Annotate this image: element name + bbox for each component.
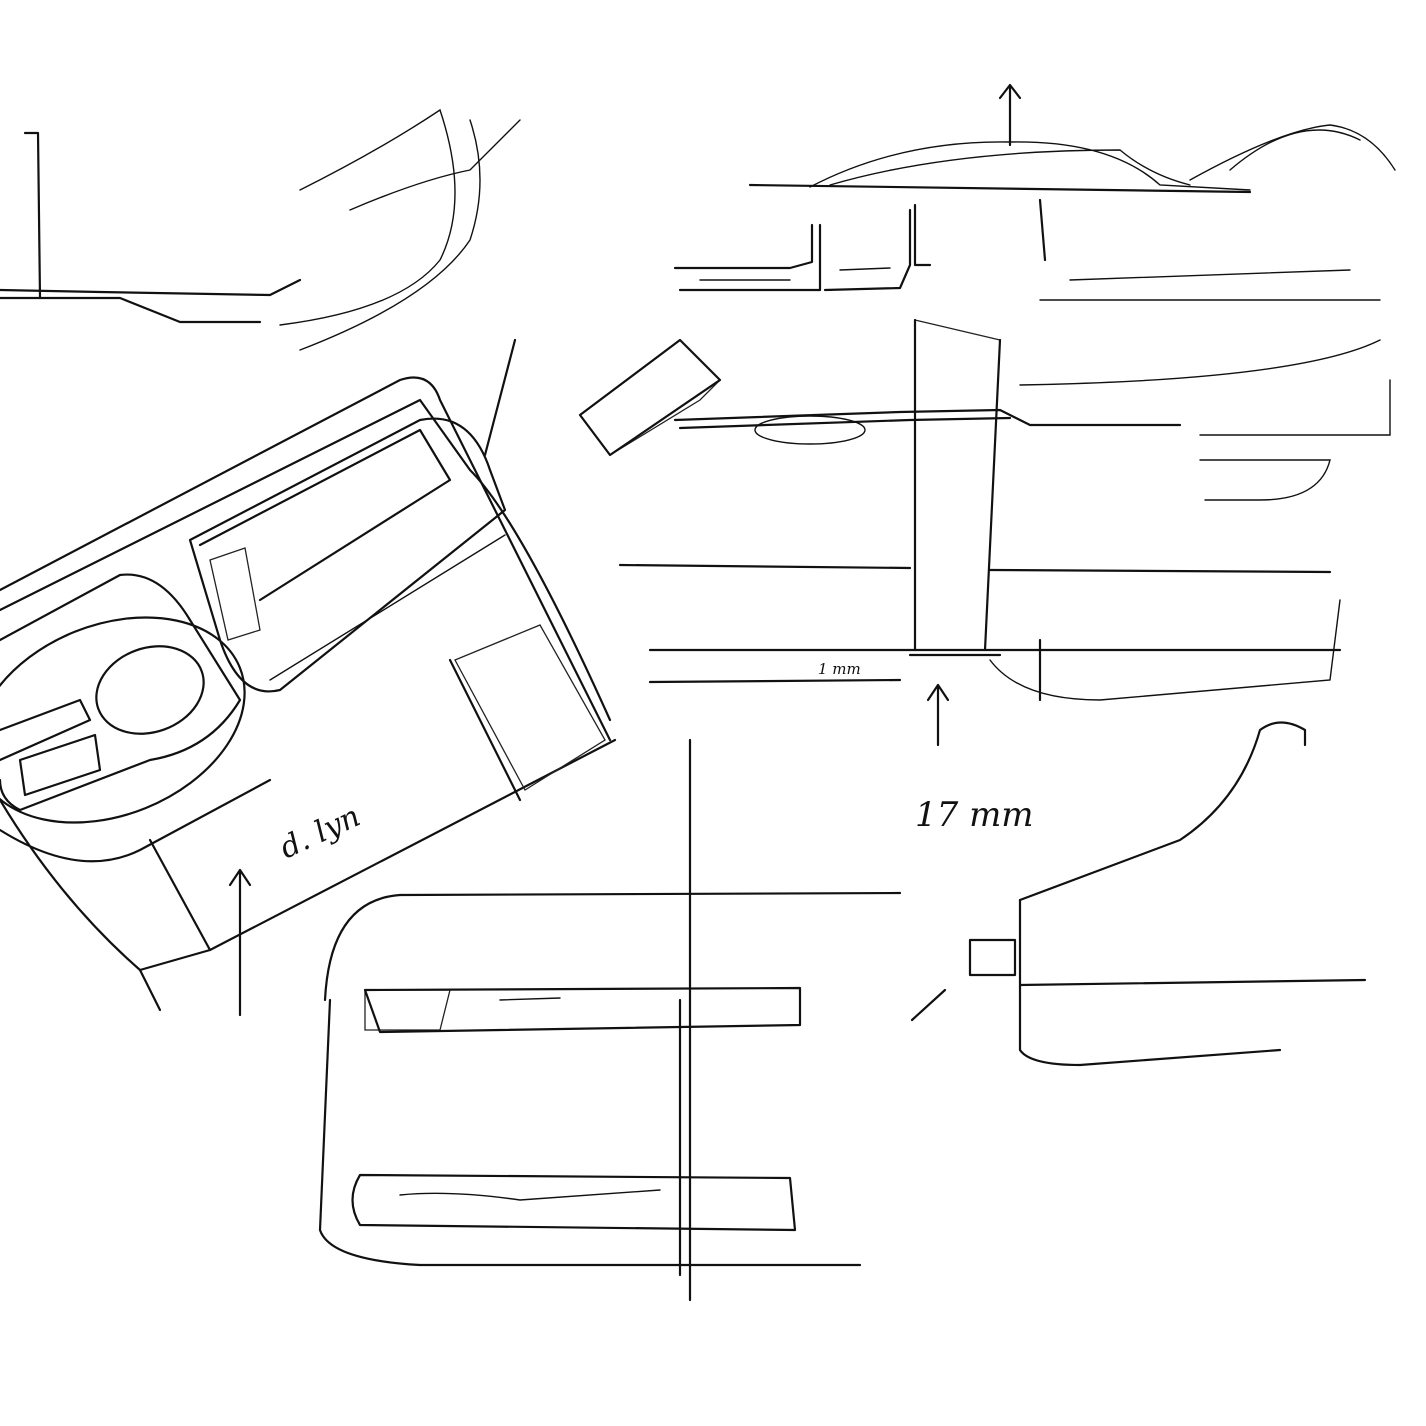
cross-section-sketch [618, 269, 1391, 747]
bottom-panel-sketch [318, 738, 902, 1302]
profile-sketch-top-right [748, 83, 1396, 262]
tilted-device-sketch [0, 376, 617, 1017]
small-section-sketches [673, 203, 932, 292]
profile-sketch-top-left [0, 108, 521, 457]
hatched-profile-piece [578, 338, 722, 457]
dimension-label-17mm: 17 mm [915, 795, 1034, 835]
dimension-label-1mm: 1 mm [818, 660, 861, 678]
side-profile-sketch [910, 721, 1367, 1067]
